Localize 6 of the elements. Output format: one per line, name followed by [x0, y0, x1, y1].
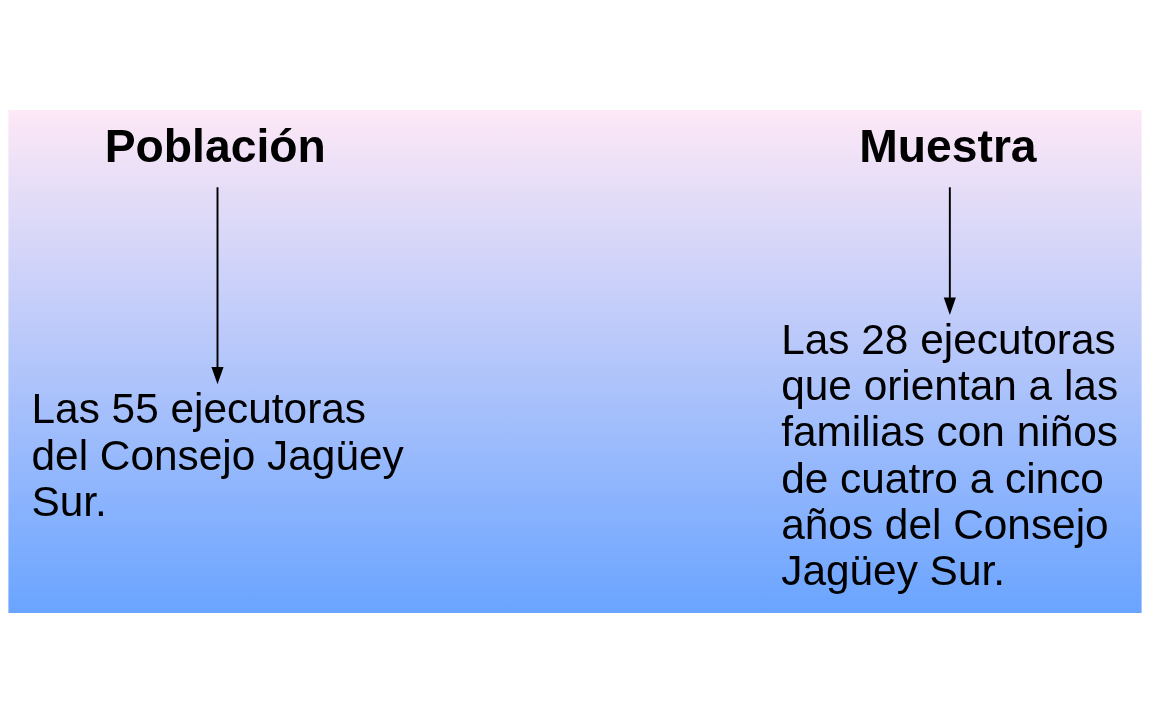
node-text: Muestra: [859, 119, 1037, 172]
node-text: Población: [104, 119, 326, 172]
node-text: Las 55 ejecutoras del Consejo Jagüey Sur.: [31, 384, 404, 525]
node-text: Las 28 ejecutoras que orientan a las familias con niños de cuatro a cinco años del Consejo Jagüey Sur.: [781, 315, 1119, 594]
arrow: [943, 185, 956, 315]
arrow: [211, 185, 224, 384]
